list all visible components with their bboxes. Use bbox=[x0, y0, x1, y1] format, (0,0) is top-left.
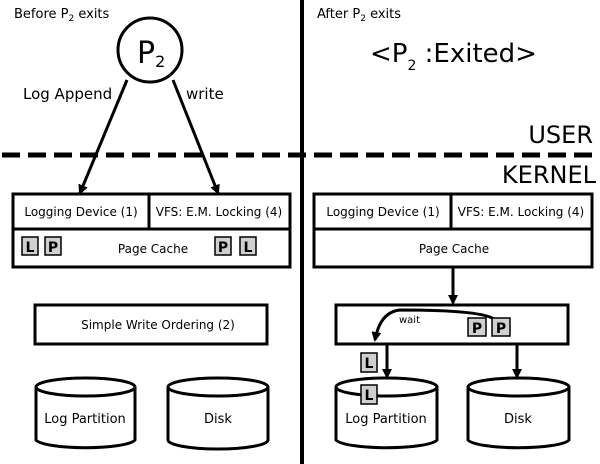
process-p2-label: P2 bbox=[137, 36, 165, 71]
tag-data-page: P bbox=[491, 317, 511, 337]
tag-data-page: P bbox=[467, 317, 487, 337]
svg-text:L: L bbox=[244, 240, 253, 256]
svg-text:P: P bbox=[472, 321, 482, 337]
after-disk: Disk bbox=[466, 376, 571, 450]
write-arrow bbox=[171, 79, 220, 195]
after-log-partition-disk: Log Partition bbox=[334, 376, 439, 450]
before-disk: Disk bbox=[166, 376, 270, 451]
before-panel: Before P2 exits P2 Log Append write Logg… bbox=[11, 7, 292, 451]
after-panel: After P2 exits <P2 :Exited> Logging Devi… bbox=[312, 7, 594, 450]
tag-log-page-written: L bbox=[360, 384, 378, 405]
after-title: After P2 exits bbox=[317, 7, 401, 24]
before-vfs-locking: VFS: E.M. Locking (4) bbox=[156, 205, 283, 219]
before-page-cache: Page Cache bbox=[118, 242, 188, 256]
user-label: USER bbox=[528, 121, 593, 149]
before-logging-device: Logging Device (1) bbox=[24, 205, 137, 219]
write-label: write bbox=[186, 85, 224, 103]
log-append-arrow bbox=[78, 79, 129, 195]
after-logging-device: Logging Device (1) bbox=[326, 205, 439, 219]
tag-log-page: L bbox=[239, 236, 257, 256]
svg-text:Disk: Disk bbox=[504, 412, 532, 427]
kernel-label: KERNEL bbox=[502, 161, 597, 189]
svg-text:L: L bbox=[365, 356, 374, 372]
before-write-ordering-label: Simple Write Ordering (2) bbox=[81, 318, 235, 332]
wait-arrow bbox=[371, 308, 497, 342]
before-log-partition-disk: Log Partition bbox=[34, 376, 137, 450]
before-title: Before P2 exits bbox=[14, 7, 110, 24]
process-exited-label: <P2 :Exited> bbox=[370, 39, 537, 74]
tag-log-page-pending: L bbox=[360, 352, 378, 373]
after-page-cache: Page Cache bbox=[419, 242, 489, 256]
svg-text:L: L bbox=[26, 240, 35, 256]
svg-text:P: P bbox=[496, 321, 506, 337]
process-p2-node bbox=[116, 16, 184, 84]
tag-data-page: P bbox=[44, 236, 62, 256]
svg-text:Log Partition: Log Partition bbox=[44, 412, 126, 427]
tag-log-page: L bbox=[21, 236, 39, 256]
svg-text:P: P bbox=[48, 240, 58, 256]
after-vfs-locking: VFS: E.M. Locking (4) bbox=[458, 205, 585, 219]
svg-text:P: P bbox=[218, 240, 228, 256]
svg-text:L: L bbox=[365, 388, 374, 404]
wait-label: wait bbox=[399, 315, 420, 326]
svg-text:Disk: Disk bbox=[204, 412, 232, 427]
tag-data-page: P bbox=[214, 236, 232, 256]
svg-text:Log Partition: Log Partition bbox=[345, 412, 427, 427]
before-write-ordering-box bbox=[33, 303, 269, 346]
log-append-label: Log Append bbox=[23, 85, 112, 103]
